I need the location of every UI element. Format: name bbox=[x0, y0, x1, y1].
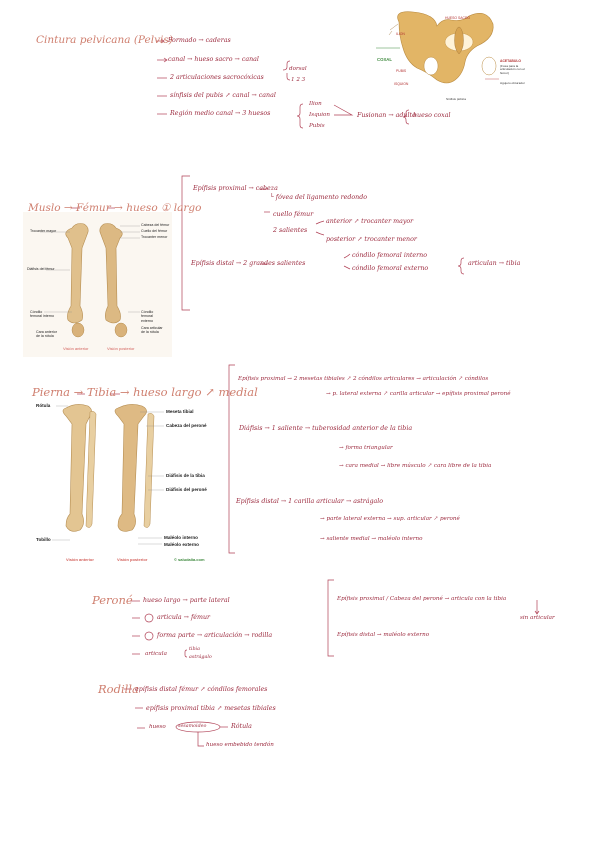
pelvis-line-3: 2 articulaciones sacrocóxicas bbox=[170, 75, 264, 81]
femur-label-condilo-interno: Cóndilo femoral interno bbox=[30, 310, 54, 319]
pelvis-label-pubis: PUBIS bbox=[396, 70, 406, 73]
pelvis-label-isquion: ISQUION bbox=[394, 83, 408, 86]
pierna-line-1: Epífisis proximal → 2 mesetas tibiales ↗… bbox=[238, 377, 488, 383]
pelvis-image bbox=[376, 9, 530, 104]
tibia-label-maleolo-interno: Maléolo interno bbox=[164, 536, 198, 541]
muslo-line-10: articulan → tibia bbox=[468, 261, 520, 267]
muslo-line-9: cóndilo femoral externo bbox=[352, 266, 428, 272]
tibia-label-cabeza-perone: Cabeza del peroné bbox=[166, 424, 207, 429]
pierna-line-4: → forma triangular bbox=[339, 446, 393, 452]
femur-label-trocanter-menor: Trocanter menor bbox=[141, 236, 167, 240]
pelvis-label-sacro: HUESO SACRO bbox=[445, 17, 470, 20]
pierna-line-6: Epífisis distal → 1 carilla articular → … bbox=[236, 499, 383, 505]
muslo-line-5: anterior ↗ trocanter mayor bbox=[326, 219, 413, 225]
pelvis-line-1: Formado → caderas bbox=[168, 38, 231, 44]
pelvis-line-12: hueso coxal bbox=[413, 113, 451, 119]
tibia-label-rotula: Rótula bbox=[36, 404, 50, 409]
tibia-label-vision-anterior: Visión anterior bbox=[66, 558, 94, 562]
pierna-line-2: → p. lateral externa ↗ carilla articular… bbox=[326, 392, 511, 398]
tibia-label-meseta: Meseta tibial bbox=[166, 410, 194, 415]
femur-label-trocanter-mayor: Trocanter mayor bbox=[30, 230, 56, 234]
tibia-label-maleolo-externo: Maléolo externo bbox=[164, 543, 199, 548]
pelvis-line-7: Región medio canal → 3 huesos bbox=[170, 111, 270, 117]
pelvis-label-sinfisis: Sínfisis púbica bbox=[446, 98, 466, 101]
pierna-line-5: → cara medial → libre músculo ↗ cara lib… bbox=[339, 464, 491, 470]
muslo-line-4: 2 salientes bbox=[273, 228, 307, 234]
perone-right-line-3: Epífisis distal → maléolo externo bbox=[337, 633, 429, 639]
muslo-line-3: cuello fémur bbox=[273, 212, 313, 218]
pierna-line-3: Diáfisis → 1 saliente → tuberosidad ante… bbox=[239, 426, 412, 432]
pelvis-line-4: dorsal bbox=[289, 67, 307, 73]
femur-label-vision-anterior: Visión anterior bbox=[63, 347, 89, 351]
muslo-line-2: └ fóvea del ligamento redondo bbox=[270, 195, 367, 201]
femur-label-cabeza: Cabeza del fémur bbox=[141, 224, 169, 228]
femur-label-cuello: Cuello del fémur bbox=[141, 230, 167, 234]
tibia-label-diafisis-perone: Diáfisis del peroné bbox=[166, 488, 207, 493]
rodilla-line-4: sesamoideo bbox=[178, 725, 206, 730]
tibia-label-copyright: © saludalia.com bbox=[174, 558, 205, 562]
pelvis-line-6: sínfisis del pubis ↗ canal → canal bbox=[170, 93, 276, 99]
rodilla-line-1: epífisis distal fémur ↗ cóndilos femoral… bbox=[135, 687, 267, 693]
muslo-line-6: posterior ↗ trocanter menor bbox=[326, 237, 417, 243]
tibia-label-vision-posterior: Visión posterior bbox=[117, 558, 147, 562]
rodilla-line-5: Rótula bbox=[231, 724, 252, 730]
pelvis-line-5: 1 2 3 bbox=[291, 78, 305, 84]
pelvis-label-ilion: ILION bbox=[396, 33, 405, 36]
pelvis-line-9: Isquion bbox=[309, 113, 330, 119]
femur-label-vision-posterior: Visión posterior bbox=[107, 347, 135, 351]
perone-line-1: hueso largo → parte lateral bbox=[143, 598, 230, 604]
pelvis-line-10: Pubis bbox=[309, 124, 325, 130]
pierna-title: Pierna → Tibia → hueso largo ↗ medial bbox=[32, 387, 258, 399]
pelvis-label-acetabulo: ACETABULO bbox=[500, 60, 521, 63]
femur-label-cara-anterior: Cara anterior de la rótula bbox=[36, 330, 60, 339]
pelvis-line-2: canal → hueso sacro → canal bbox=[168, 57, 259, 63]
muslo-line-8: cóndilo femoral interno bbox=[352, 253, 427, 259]
pelvis-label-coxal: COXAL bbox=[377, 58, 392, 62]
muslo-line-7: Epífisis distal → 2 grandes salientes bbox=[191, 261, 305, 267]
pierna-line-8: → saliente medial → maléolo interno bbox=[320, 537, 423, 543]
perone-line-4: articula bbox=[145, 652, 167, 658]
pelvis-title: Cintura pelvicana (Pelvis) bbox=[36, 35, 173, 46]
rodilla-title: Rodilla bbox=[98, 684, 139, 696]
tibia-label-tobillo: Tobillo bbox=[36, 538, 51, 543]
perone-line-2: articula → fémur bbox=[157, 615, 210, 621]
pierna-line-7: → parte lateral externa → sup. articular… bbox=[320, 517, 460, 523]
perone-title: Peroné bbox=[92, 595, 133, 607]
perone-right-line-2: sin articular bbox=[520, 616, 555, 622]
pelvis-line-11: Fusionan → adulto bbox=[357, 113, 416, 119]
pelvis-label-fosa: (Fosa para la articulación con el fémur) bbox=[500, 65, 528, 75]
tibia-label-diafisis-tibia: Diáfisis de la tibia bbox=[166, 474, 205, 479]
femur-label-cara-articular: Cara articular de la rótula bbox=[141, 326, 165, 335]
perone-line-3: forma parte → articulación → rodilla bbox=[157, 633, 272, 639]
rodilla-line-6: hueso embebido tendón bbox=[206, 743, 274, 749]
perone-line-5: tibia bbox=[189, 648, 200, 653]
muslo-line-1: Epífisis proximal → cabeza bbox=[193, 186, 278, 192]
perone-line-6: astrágalo bbox=[189, 656, 212, 661]
rodilla-line-3: hueso bbox=[149, 725, 166, 731]
rodilla-line-2: epífisis proximal tibia ↗ mesetas tibial… bbox=[146, 706, 276, 712]
pelvis-line-8: Ilion bbox=[309, 102, 322, 108]
pelvis-label-agujero: Agujero obturador bbox=[500, 82, 525, 85]
femur-label-diafisis: Diáfisis del fémur bbox=[27, 268, 55, 272]
femur-label-condilo-externo: Cóndilo femoral externo bbox=[141, 310, 165, 323]
perone-right-line-1: Epífisis proximal / Cabeza del peroné → … bbox=[337, 597, 506, 603]
muslo-title: Muslo → Fémur → hueso ① largo bbox=[28, 203, 201, 214]
